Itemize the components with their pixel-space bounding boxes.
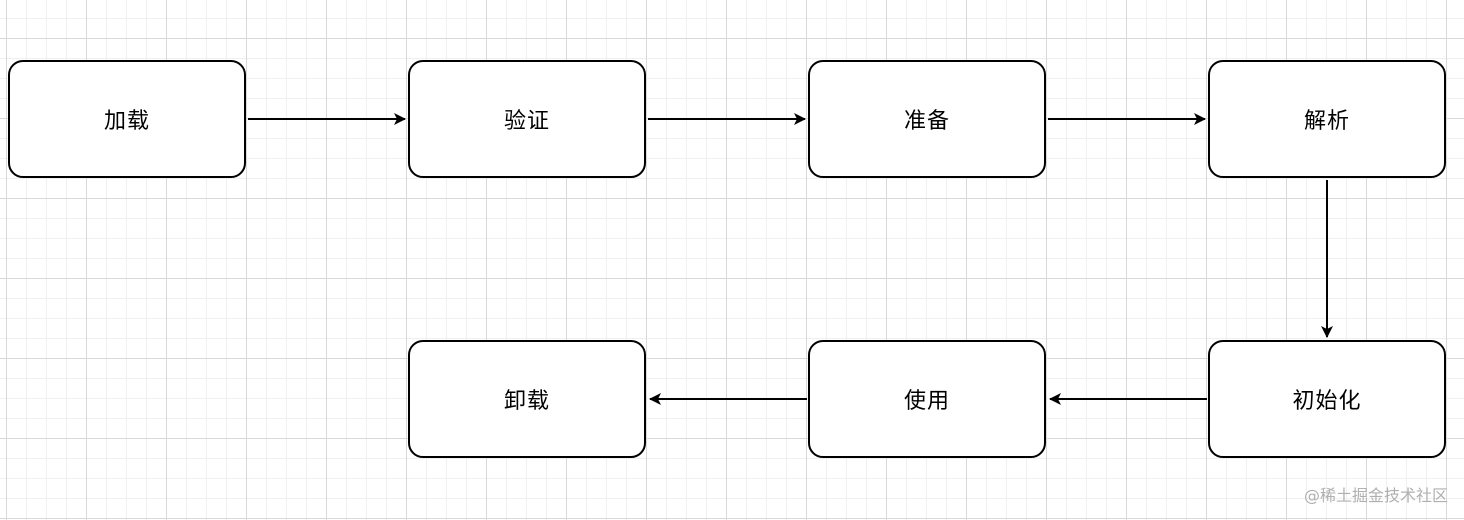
node-unload-label: 卸载 [503,389,550,414]
node-prepare[interactable]: 准备 [808,60,1046,178]
node-load-label: 加载 [103,109,150,134]
node-init[interactable]: 初始化 [1208,340,1446,458]
node-verify-label: 验证 [503,109,550,134]
node-use-label: 使用 [903,389,950,414]
node-resolve[interactable]: 解析 [1208,60,1446,178]
node-prepare-label: 准备 [903,109,950,134]
node-unload[interactable]: 卸载 [408,340,646,458]
node-use[interactable]: 使用 [808,340,1046,458]
node-verify[interactable]: 验证 [408,60,646,178]
node-load[interactable]: 加载 [8,60,246,178]
node-resolve-label: 解析 [1303,109,1350,134]
node-init-label: 初始化 [1292,389,1362,414]
watermark: @稀土掘金技术社区 [1303,486,1448,505]
